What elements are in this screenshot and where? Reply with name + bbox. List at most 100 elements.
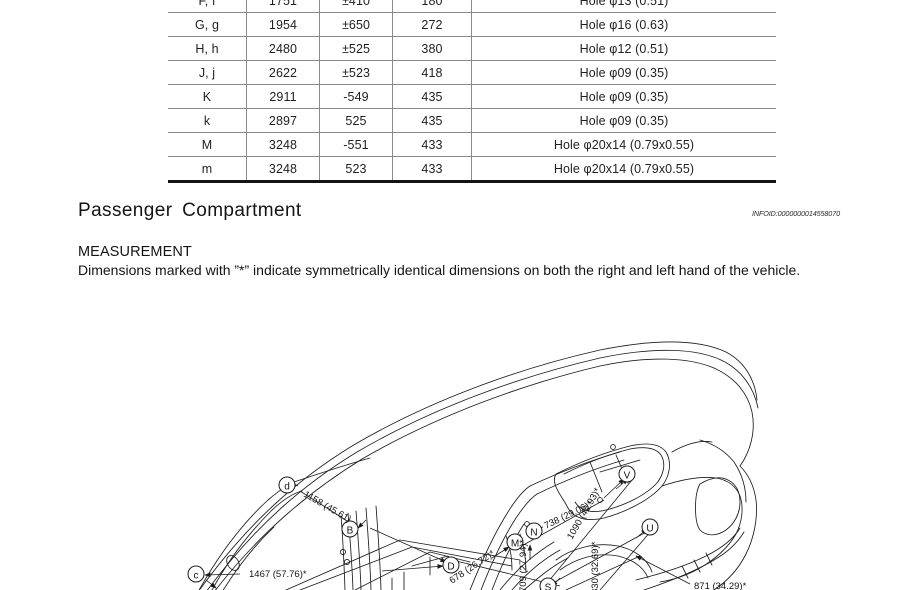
cell-z: 380 (392, 36, 472, 61)
quarter-window-divider-1 (589, 461, 603, 493)
callout-label: D (447, 562, 454, 573)
cell-description: Hole φ09 (0.35) (471, 108, 776, 133)
callout-v: V (618, 465, 636, 483)
roof-rear-corner-inner (720, 359, 759, 409)
cell-point: m (168, 156, 247, 183)
dimension-plain-lines (451, 479, 653, 590)
quarter-window-inner (563, 447, 665, 512)
b-pillar-line-5 (375, 505, 382, 590)
windshield-header (299, 457, 371, 481)
dimension-text: 871 (34.29)* (694, 581, 747, 590)
dim-line-s-v (547, 479, 633, 583)
callout-label: S (545, 583, 552, 590)
table-row: G, g 1954 ±650 272 Hole φ16 (0.63) (168, 12, 776, 37)
leader-1467-right (381, 564, 444, 572)
measurement-description: Dimensions marked with ”*” indicate symm… (78, 262, 801, 278)
cell-point: J, j (168, 60, 247, 85)
table-row: K 2911 -549 435 Hole φ09 (0.35) (168, 84, 776, 109)
callout-label: M (511, 539, 519, 550)
sill-rib-2 (693, 559, 701, 573)
cell-point: G, g (168, 12, 247, 37)
a-pillar-third-line (222, 526, 275, 590)
dimension-text: 1467 (57.76)* (249, 569, 307, 580)
cell-description: Hole φ09 (0.35) (471, 84, 776, 109)
leader-1090-v (603, 478, 625, 499)
cell-y: ±525 (319, 36, 393, 61)
quarter-inner-3 (523, 557, 569, 590)
cell-z: 435 (392, 108, 472, 133)
locating-hole-upper (610, 444, 616, 450)
table-row: H, h 2480 ±525 380 Hole φ12 (0.51) (168, 36, 776, 61)
section-header: Passenger Compartment INFOID:00000000145… (78, 200, 878, 226)
a-pillar-inner (211, 490, 303, 590)
infoid-label: INFOID:0000000014558070 (751, 209, 840, 218)
measurement-subheading: MEASUREMENT (78, 244, 192, 260)
cell-x: 2897 (246, 108, 320, 133)
cell-x: 1954 (246, 12, 320, 37)
callout-n: N (525, 522, 543, 540)
dim-line-m-v (517, 499, 605, 549)
c-pillar-third (491, 523, 525, 590)
callout-label: d (284, 482, 290, 493)
cell-point: H, h (168, 36, 247, 61)
roof-drip-rail (215, 358, 715, 590)
measurement-text-block: MEASUREMENT Dimensions marked with ”*” i… (78, 244, 868, 279)
sill-rib-3 (705, 552, 713, 566)
callout-label: N (530, 528, 537, 539)
b-pillar-line-3 (355, 510, 362, 590)
table-row: M 3248 -551 433 Hole φ20x14 (0.79x0.55) (168, 132, 776, 157)
cell-description: Hole φ13 (0.51) (471, 0, 776, 13)
b-pillar-hole-upper (339, 548, 347, 556)
cell-description: Hole φ20x14 (0.79x0.55) (471, 132, 776, 157)
rear-wheel-arch (555, 544, 653, 573)
dimension-table-body: F, f 1751 ±410 180 Hole φ13 (0.51) G, g … (168, 0, 776, 183)
c-pillar-inner (480, 493, 538, 590)
cell-y: ±410 (319, 0, 393, 13)
cell-description: Hole φ12 (0.51) (471, 36, 776, 61)
cell-z: 435 (392, 84, 472, 109)
callout-m: M (506, 533, 524, 551)
a-pillar-hole (226, 555, 240, 571)
dim-line-830 (599, 529, 653, 590)
b-pillar-line-1 (340, 515, 346, 590)
callout-c-lower: c (187, 565, 205, 583)
roof-rear-corner (713, 367, 754, 467)
cell-point: K (168, 84, 247, 109)
table-row: m 3248 523 433 Hole φ20x14 (0.79x0.55) (168, 156, 776, 183)
taillamp-notch (695, 477, 741, 536)
table-row: F, f 1751 ±410 180 Hole φ13 (0.51) (168, 0, 776, 13)
quarter-window-divider-3 (599, 459, 641, 473)
dimension-text: 830 (32.69)* (590, 541, 601, 590)
dim-line-871-x (565, 555, 641, 590)
callout-d-upper: D (442, 556, 460, 574)
cell-x: 2622 (246, 60, 320, 85)
cell-description: Hole φ20x14 (0.79x0.55) (471, 156, 776, 183)
cell-y: -549 (319, 84, 393, 109)
table-row: J, j 2622 ±523 418 Hole φ09 (0.35) (168, 60, 776, 85)
rear-body-outer (713, 465, 757, 590)
dimension-table-container: F, f 1751 ±410 180 Hole φ13 (0.51) G, g … (168, 0, 776, 183)
page-title: Passenger Compartment (78, 200, 302, 221)
cell-y: 525 (319, 108, 393, 133)
cell-x: 2480 (246, 36, 320, 61)
cell-z: 418 (392, 60, 472, 85)
callout-group: d B c D M N V (187, 465, 659, 590)
leader-1467 (204, 572, 241, 578)
callout-label: c (194, 571, 199, 582)
b-pillar-line-4 (365, 507, 372, 590)
cell-z: 180 (392, 0, 472, 13)
rear-deck-edge (671, 441, 713, 453)
cell-description: Hole φ09 (0.35) (471, 60, 776, 85)
callout-d-lower: d (278, 476, 296, 494)
rear-roof-rail-lower-2 (536, 459, 625, 495)
rear-sill-upper (635, 527, 741, 581)
callout-label: U (646, 524, 653, 535)
cell-point: k (168, 108, 247, 133)
quarter-inner-2 (511, 549, 561, 590)
leader-c-down (205, 579, 217, 589)
leader-678-m (491, 546, 510, 559)
cell-x: 2911 (246, 84, 320, 109)
cell-point: F, f (168, 0, 247, 13)
cell-x: 3248 (246, 156, 320, 183)
callout-b: B (341, 520, 359, 538)
